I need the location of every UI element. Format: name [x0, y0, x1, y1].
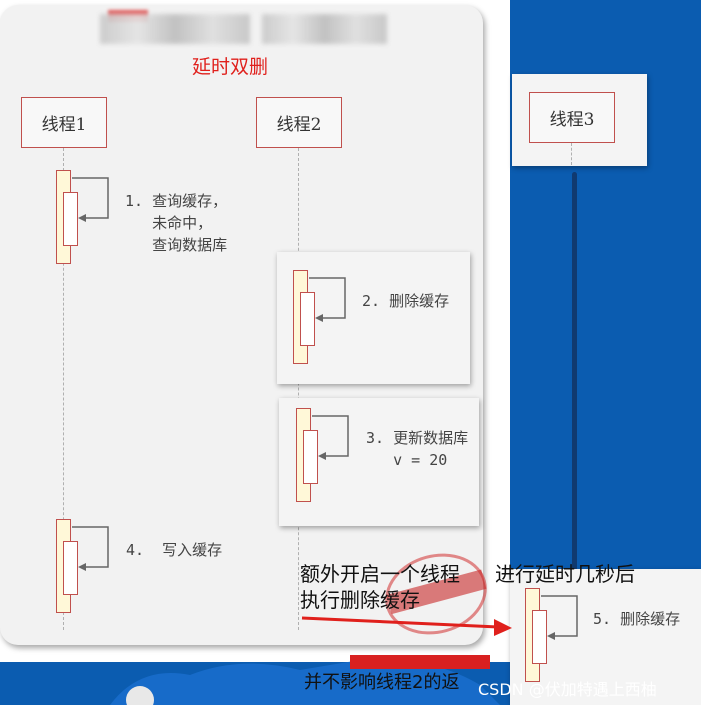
step-4-text: 4. 写入缓存 — [126, 541, 223, 559]
thread-1-box: 线程1 — [21, 97, 107, 148]
thread-3-box: 线程3 — [529, 92, 615, 143]
background-illustration — [110, 655, 500, 705]
annotation-extra-thread-1: 额外开启一个线程 — [300, 562, 460, 586]
blurred-header-right — [262, 14, 387, 44]
step-3-text: 3. 更新数据库 v = 20 — [366, 429, 469, 469]
thread-2-lifeline — [298, 148, 299, 630]
thread-3-lifeline — [571, 143, 572, 165]
annotation-delay: 进行延时几秒后 — [495, 562, 635, 586]
self-call-arrow-5 — [541, 595, 578, 640]
annotation-extra-thread-2: 执行删除缓存 — [300, 588, 420, 612]
activation-step-3-inner — [303, 430, 318, 484]
self-call-arrow-3 — [312, 415, 349, 460]
activation-step-2-inner — [300, 292, 315, 346]
activation-step-4-inner — [63, 541, 78, 595]
thread-3-long-line — [572, 172, 577, 572]
red-arrow — [301, 616, 512, 636]
self-call-arrow-1 — [72, 177, 109, 222]
step-1-text: 1. 查询缓存， 未命中， 查询数据库 — [125, 192, 228, 254]
activation-step-1-inner — [63, 192, 78, 246]
diagram-title: 延时双删 — [191, 56, 268, 78]
self-call-arrow-4 — [72, 526, 109, 571]
thread-2-box: 线程2 — [256, 97, 342, 148]
step-2-text: 2. 删除缓存 — [362, 292, 450, 310]
blurred-header-left — [100, 14, 250, 44]
annotation-bottom: 并不影响线程2的返 — [304, 672, 460, 693]
self-call-arrow-2 — [309, 277, 346, 322]
activation-step-5-inner — [532, 610, 547, 664]
stamp-decoration — [385, 553, 487, 635]
step-5-text: 5. 删除缓存 — [593, 610, 681, 628]
watermark: CSDN @伏加特遇上西柚 — [478, 680, 657, 699]
thread-1-lifeline — [63, 148, 64, 630]
